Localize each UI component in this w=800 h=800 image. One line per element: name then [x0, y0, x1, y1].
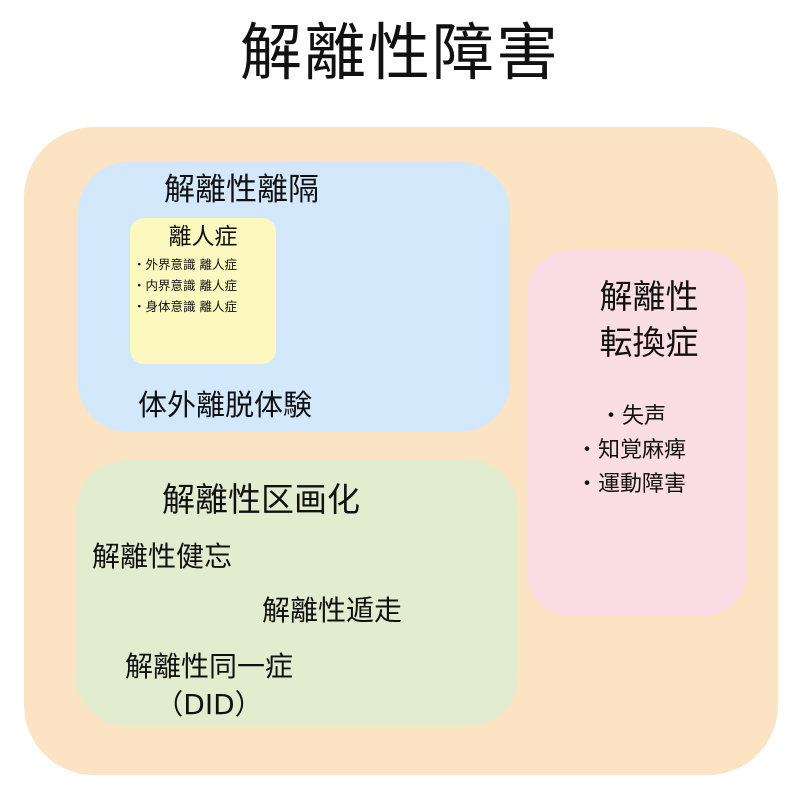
depersonalization-title: 離人症: [168, 224, 238, 250]
depersonalization-list: ・外界意識 離人症 ・内界意識 離人症 ・身体意識 離人症: [133, 254, 237, 317]
depersonalization-item: ・外界意識 離人症: [133, 257, 237, 272]
conversion-symptom-item: ・運動障害: [576, 472, 687, 497]
out-of-body-experience-label: 体外離脱体験: [138, 388, 313, 422]
conversion-symptom-item: ・知覚麻痺: [576, 438, 687, 463]
dissociative-fugue-label: 解離性遁走: [262, 594, 403, 627]
dissociative-amnesia-label: 解離性健忘: [92, 540, 233, 573]
compartmentalization-title: 解離性区画化: [162, 480, 360, 519]
conversion-symptom-item: ・失声: [600, 404, 667, 429]
conversion-title: 解離性 転換症: [599, 277, 699, 362]
main-title: 解離性障害: [239, 16, 560, 89]
did-label: 解離性同一症 （DID）: [124, 650, 293, 721]
depersonalization-region: [130, 218, 276, 364]
depersonalization-item: ・身体意識 離人症: [133, 299, 237, 314]
dissociative-conversion-region: [527, 250, 747, 616]
detachment-title: 解離性離隔: [164, 172, 319, 208]
conversion-symptom-list: ・失声 ・知覚麻痺 ・運動障害: [572, 400, 686, 502]
depersonalization-item: ・内界意識 離人症: [133, 278, 237, 293]
dissociative-compartmentalization-region: [76, 460, 518, 726]
